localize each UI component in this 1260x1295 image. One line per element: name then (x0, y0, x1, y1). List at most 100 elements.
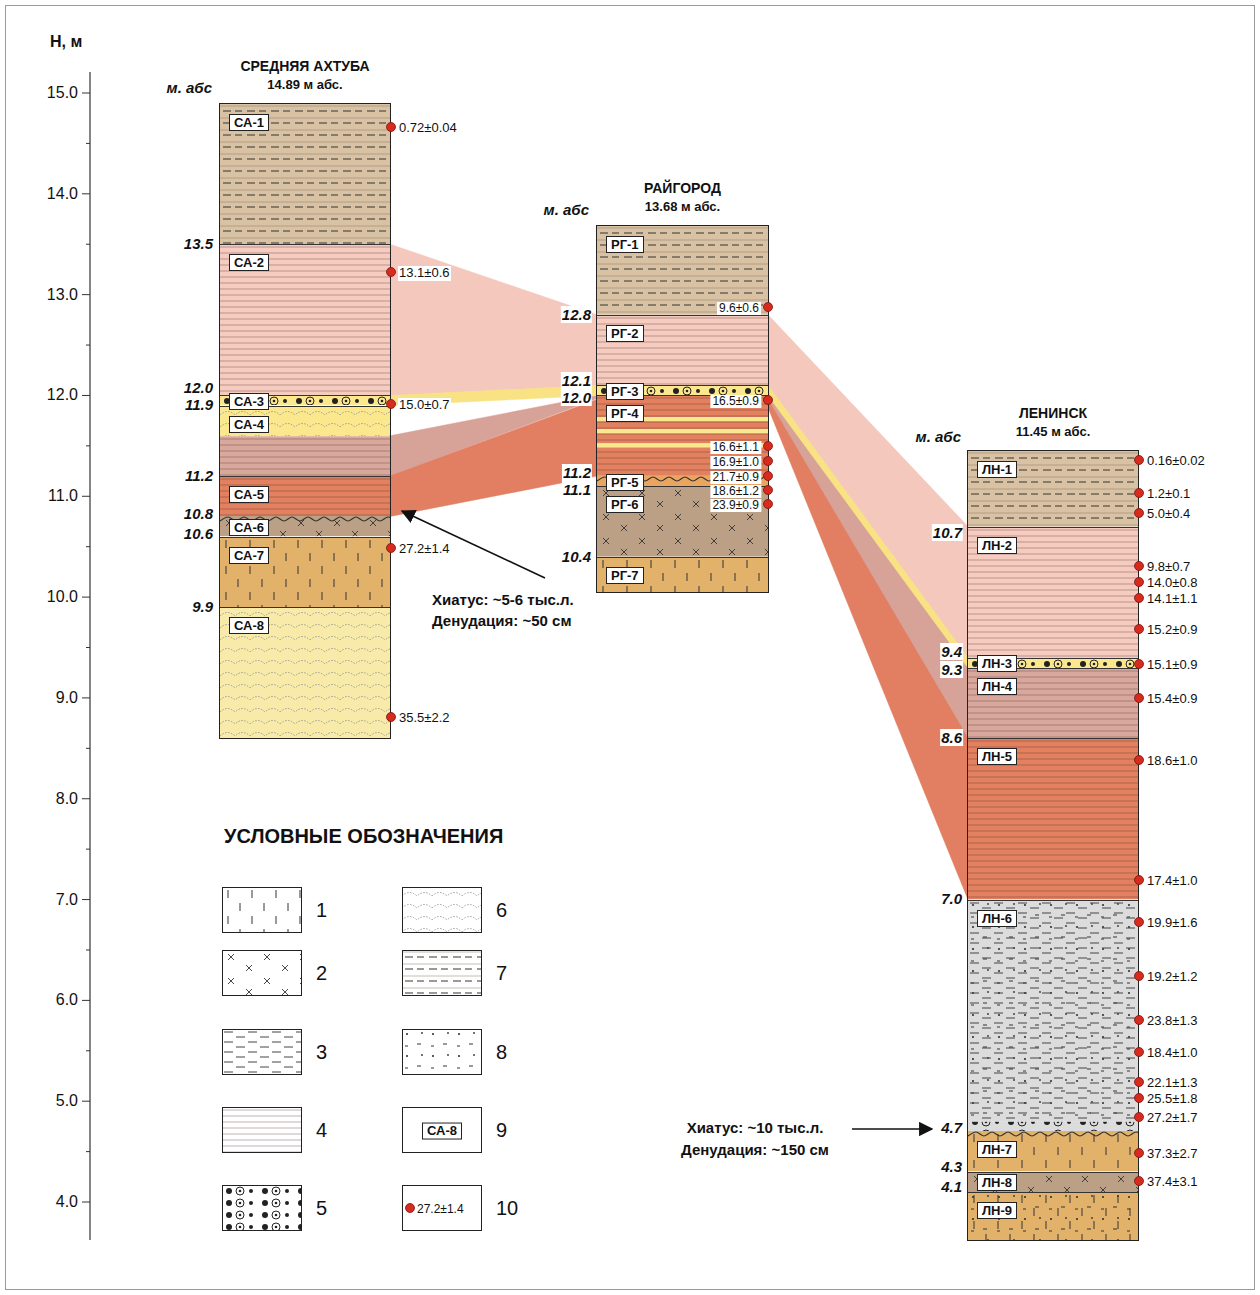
legend-swatch-ground (223, 951, 302, 996)
label-holder: 5.0 (56, 1092, 78, 1110)
legend-number: 7 (496, 962, 507, 985)
legend-pattern (403, 888, 482, 933)
osl-age: 15.1±0.9 (1146, 658, 1199, 673)
label-holder: 23.8±1.3 (1146, 1011, 1199, 1029)
hiatus-note: Денудация: ~50 см (432, 612, 572, 629)
figure-frame (6, 6, 1255, 1290)
label-holder: 22.1±1.3 (1146, 1073, 1199, 1091)
elevation-mark: 12.0 (561, 389, 592, 406)
legend-pattern (223, 1030, 302, 1075)
layer-pattern (968, 668, 1138, 739)
legend-swatch-border (223, 1030, 302, 1075)
sediment-layer: СА-5 (220, 476, 390, 516)
label-holder: 5.0±0.4 (1146, 504, 1191, 522)
layer-tag: ЛН-2 (977, 537, 1017, 554)
legend-swatch-border (223, 951, 302, 996)
layer-pattern (597, 557, 768, 592)
legend-pattern (403, 1030, 482, 1075)
legend-number: 3 (316, 1041, 327, 1064)
label-holder: 0.16±0.02 (1146, 451, 1206, 469)
label-holder: УСЛОВНЫЕ ОБОЗНАЧЕНИЯ (224, 825, 503, 848)
label-holder: 27.2±1.4 (417, 1199, 464, 1217)
legend-number: 4 (316, 1119, 327, 1142)
hiatus-note: Денудация: ~150 см (681, 1141, 829, 1158)
layer-color (220, 244, 390, 395)
axis-line (89, 72, 90, 1240)
layer-tag-holder: ЛН-1 (977, 460, 1017, 478)
hiatus-arrow (852, 1128, 932, 1130)
stratigraphic-column: СРЕДНЯЯ АХТУБА14.89 м абс.СА-1СА-2СА-3СА… (220, 104, 390, 738)
layer-boundary (597, 557, 768, 558)
layer-pattern (220, 607, 390, 738)
legend-swatch-ground (403, 1030, 482, 1075)
sediment-layer: СА-4 (220, 406, 390, 477)
layer-color (220, 516, 390, 536)
label-holder: 17.4±1.0 (1146, 871, 1199, 889)
layer-boundary (220, 537, 390, 538)
layer-tag-holder: РГ-3 (606, 382, 644, 400)
elevation-mark: 9.4 (940, 643, 963, 660)
layer-tag-holder: СА-7 (229, 546, 269, 564)
layer-pattern (597, 226, 768, 315)
layer-boundary (968, 527, 1138, 528)
axis-value: 6.0 (56, 991, 78, 1009)
label-holder: 19.2±1.2 (1146, 967, 1199, 985)
layer-tag-holder: СА-6 (229, 518, 269, 536)
layer-pattern (968, 1192, 1138, 1240)
label-holder: 35.5±2.2 (398, 708, 451, 726)
label-holder: 15.0±0.7 (398, 395, 451, 413)
column-heading: 13.68 м абс. (645, 200, 720, 215)
label-holder: 37.3±2.7 (1146, 1144, 1199, 1162)
sediment-layer: ЛН-7 (968, 1131, 1138, 1171)
label-holder: 7.0 (56, 890, 78, 908)
axis-value: 11.0 (48, 487, 78, 505)
legend-item: 4 (222, 1107, 327, 1153)
osl-age: 22.1±1.3 (1146, 1076, 1199, 1091)
label-holder: Денудация: ~50 см (432, 612, 572, 630)
label-holder: 15.0 (47, 84, 78, 102)
sediment-layer: СА-1 (220, 104, 390, 244)
osl-age: 18.6±1.2 (710, 485, 761, 498)
axis-tick (82, 1202, 90, 1203)
label-holder: 14.0±0.8 (1146, 573, 1199, 591)
legend-swatch-border (403, 1108, 482, 1153)
sediment-layer: СА-7 (220, 537, 390, 608)
sediment-layer: СА-6 (220, 516, 390, 536)
elevation-mark: 11.2 (562, 464, 592, 481)
label-holder: 11.2 (184, 467, 214, 485)
correlation-band (768, 399, 968, 899)
legend-swatch-ground (223, 1030, 302, 1075)
legend-swatch (402, 887, 482, 933)
layer-tag: СА-1 (229, 114, 269, 131)
column-heading: ЛЕНИНСК (1019, 405, 1087, 421)
sediment-layer: ЛН-5 (968, 738, 1138, 899)
legend-swatch-ground (223, 1108, 302, 1153)
sediment-layer: ЛН-3 (968, 658, 1138, 668)
layer-tag: ЛН-7 (977, 1141, 1017, 1158)
label-holder: 18.6±1.2 (710, 481, 761, 499)
layer-pattern (968, 451, 1138, 527)
label-holder: 8.6 (940, 729, 963, 747)
label-holder: 12.0 (183, 379, 214, 397)
layer-tag-holder: ЛН-8 (977, 1173, 1017, 1191)
sediment-layer: ЛН-2 (968, 527, 1138, 658)
layer-color (597, 226, 768, 315)
layer-tag-holder: ЛН-5 (977, 747, 1017, 765)
elevation-mark: м. абс (543, 201, 590, 218)
label-holder: 7.0 (940, 890, 963, 908)
osl-age: 17.4±1.0 (1146, 874, 1199, 889)
osl-age: 19.2±1.2 (1146, 970, 1199, 985)
axis-value: 15.0 (47, 84, 78, 102)
osl-age: 27.2±1.4 (417, 1203, 464, 1217)
axis-tick (86, 647, 90, 648)
layer-color (597, 430, 768, 434)
legend-number: 1 (316, 899, 327, 922)
layer-pattern (597, 315, 768, 386)
legend-swatch-ground (403, 1186, 482, 1231)
legend-swatch (222, 950, 302, 996)
axis-tick (86, 1050, 90, 1051)
label-holder: м. абс (543, 201, 590, 219)
osl-age: 18.4±1.0 (1146, 1046, 1199, 1061)
layer-pattern (220, 476, 390, 516)
